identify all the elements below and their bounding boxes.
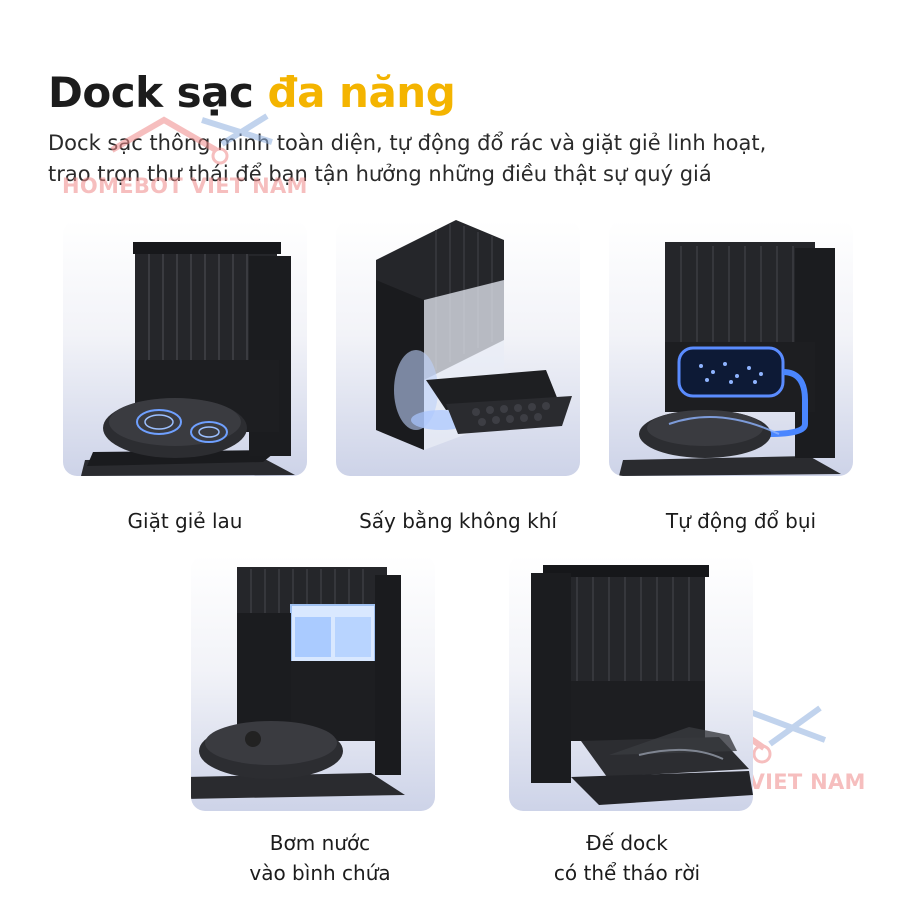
caption-air-drying: Sấy bằng không khí: [328, 506, 588, 536]
caption-detachable-base: Đế dock có thể tháo rời: [497, 828, 757, 888]
feature-card-mop-washing: [63, 220, 307, 476]
caption-line-1: Bơm nước: [269, 831, 371, 855]
title-main: Dock sạc: [48, 68, 254, 117]
caption-line-1: Sấy bằng không khí: [359, 509, 557, 533]
caption-line-1: Tự động đổ bụi: [665, 509, 817, 533]
caption-line-2: có thể tháo rời: [553, 861, 701, 885]
subtitle-line-1: Dock sạc thông minh toàn diện, tự động đ…: [48, 131, 767, 155]
feature-card-water-refill: [191, 555, 435, 811]
dock-auto-empty-illustration: [619, 242, 841, 476]
feature-card-auto-emptying: [609, 220, 853, 476]
subtitle-line-2: trao trọn thư thái để bạn tận hưởng nhữn…: [48, 162, 712, 186]
dock-water-refill-illustration: [191, 567, 405, 799]
page-title: Dock sạc đa năng: [48, 68, 456, 117]
caption-line-1: Đế dock: [586, 831, 668, 855]
caption-line-1: Giặt giẻ lau: [127, 509, 243, 533]
page-subtitle: Dock sạc thông minh toàn diện, tự động đ…: [48, 128, 868, 190]
feature-card-air-drying: [336, 220, 580, 476]
caption-mop-washing: Giặt giẻ lau: [55, 506, 315, 536]
dock-mop-wash-illustration: [81, 242, 295, 476]
dock-air-dry-illustration: [376, 220, 572, 450]
caption-water-refill: Bơm nước vào bình chứa: [190, 828, 450, 888]
feature-card-detachable-base: [509, 555, 753, 811]
caption-line-2: vào bình chứa: [249, 861, 391, 885]
caption-auto-emptying: Tự động đổ bụi: [611, 506, 871, 536]
title-accent: đa năng: [267, 68, 456, 117]
dock-detachable-base-illustration: [531, 565, 753, 805]
